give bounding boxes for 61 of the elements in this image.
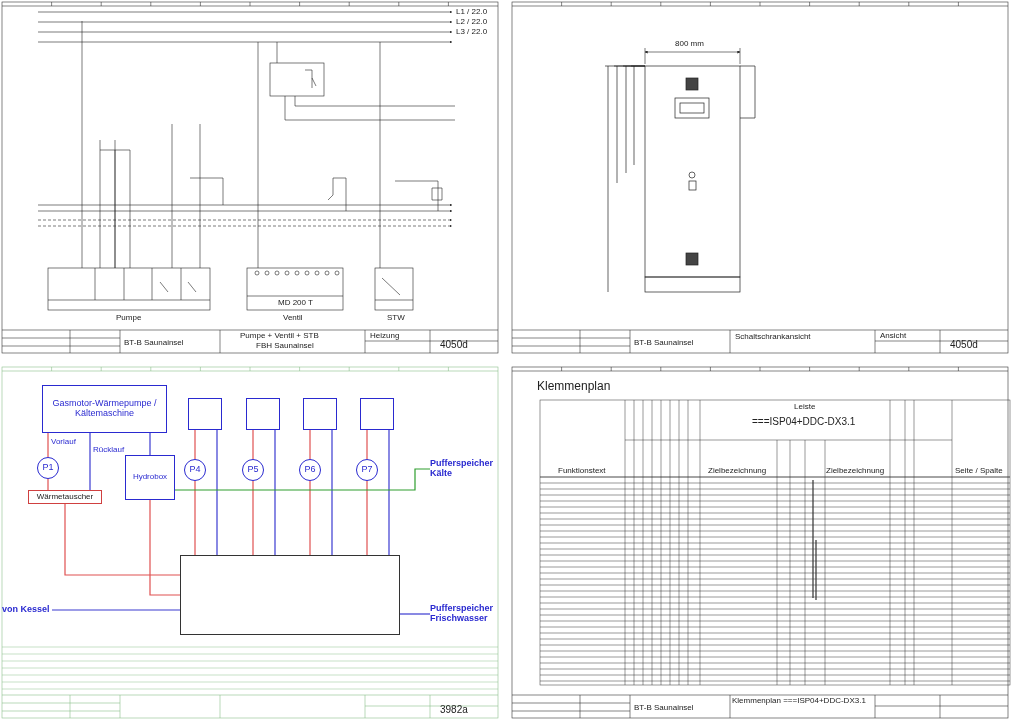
sheet-title: Schaltschrankansicht [735, 333, 811, 341]
drawing-number: 3982a [440, 705, 468, 715]
pipe-line [399, 613, 431, 615]
pipe-line [309, 429, 311, 460]
pipe-line [366, 480, 368, 556]
drawing-number: 4050d [950, 340, 978, 350]
node-box [188, 398, 222, 430]
node-box [303, 398, 337, 430]
pipe-endpoint-label: Pufferspeicher Kälte [430, 455, 498, 483]
sheet-title: Pumpe + Ventil + STB [240, 332, 319, 340]
edge-label: Vorlauf [51, 438, 76, 446]
group-label: Ventil [283, 314, 303, 322]
project-name: BT-B Saunainsel [124, 339, 184, 347]
pipe-line [149, 499, 181, 596]
terminal-strip-id: ===ISP04+DDC-DX3.1 [752, 417, 856, 427]
node-box: Hydrobox [125, 455, 175, 500]
edge-label: Rücklauf [93, 446, 125, 454]
drawing-number: 4050d [440, 340, 468, 350]
pipe-line [216, 429, 218, 556]
pipe-line [309, 480, 311, 556]
pipe-line [47, 432, 49, 458]
pipe-line [252, 480, 254, 556]
dimension-label: 800 mm [675, 40, 704, 48]
node-box [360, 398, 394, 430]
pipe-line [64, 503, 181, 576]
pipe-line [89, 432, 91, 491]
sheet-title: FBH Saunainsel [256, 342, 314, 350]
column-heading: Seite / Spalte [955, 467, 1003, 475]
column-heading: Leiste [794, 403, 816, 411]
pipe-line [366, 429, 368, 460]
node-box [246, 398, 280, 430]
pipe-line [51, 609, 181, 611]
pipe-endpoint-label: von Kessel [2, 603, 52, 617]
heat-exchanger-box: Wärmetauscher [28, 490, 102, 504]
pipe-endpoint-label: Pufferspeicher Frischwasser [430, 600, 498, 628]
column-heading: Zielbezeichnung [826, 467, 885, 475]
column-heading: Zielbezeichnung [708, 467, 767, 475]
pipe-line [388, 429, 390, 556]
device-label: MD 200 T [278, 299, 313, 307]
pipe-line [331, 429, 333, 556]
function-label: Heizung [370, 332, 400, 340]
group-label: Pumpe [116, 314, 142, 322]
group-label: STW [387, 314, 405, 322]
node-box: Gasmotor-Wärmepumpe / Kältemaschine [42, 385, 167, 433]
bus-label: L2 / 22.0 [456, 18, 488, 26]
table-title: Klemmenplan [537, 380, 611, 392]
project-name: BT-B Saunainsel [634, 339, 694, 347]
bus-label: L1 / 22.0 [456, 8, 488, 16]
sheet-title: Klemmenplan ===ISP04+DDC-DX3.1 [732, 697, 866, 705]
pipe-line [194, 429, 196, 460]
pipe-line [252, 429, 254, 460]
column-heading: Funktionstext [558, 467, 606, 475]
pipe-line [174, 468, 431, 491]
pipe-line [47, 478, 49, 491]
function-label: Ansicht [880, 332, 907, 340]
project-name: BT-B Saunainsel [634, 704, 694, 712]
pipe-line [194, 480, 196, 556]
pipe-line [149, 432, 151, 456]
pipe-line [274, 429, 276, 556]
bus-label: L3 / 22.0 [456, 28, 488, 36]
buffer-tank-box [180, 555, 400, 635]
